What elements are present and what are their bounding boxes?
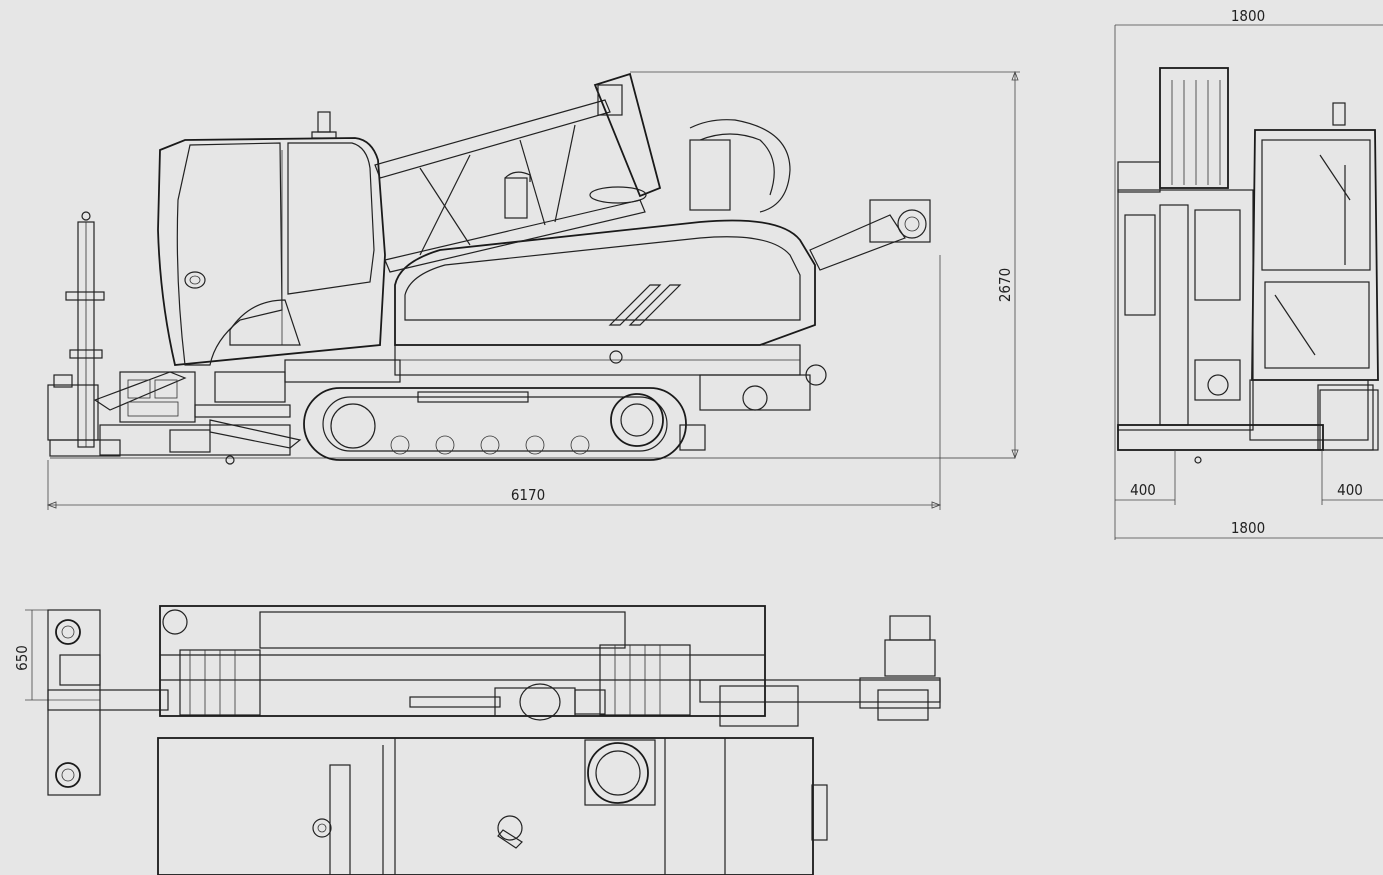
cab xyxy=(157,111,386,366)
top-view: 650 xyxy=(13,605,941,875)
engine-body xyxy=(394,171,816,346)
front-width-bottom-label: 1800 xyxy=(1231,519,1265,537)
top-track-width-label: 650 xyxy=(13,645,31,671)
drill-rack xyxy=(374,72,931,273)
side-height-label: 2670 xyxy=(996,268,1014,302)
front-track-right-label: 400 xyxy=(1337,481,1363,499)
front-view: 1800 400 400 xyxy=(1114,7,1383,540)
side-length-dimension: 6170 xyxy=(46,255,942,510)
side-length-label: 6170 xyxy=(511,486,545,504)
side-height-dimension: 2670 xyxy=(630,70,1020,460)
front-equipment xyxy=(93,371,302,465)
chassis xyxy=(214,344,827,411)
anchor-mast xyxy=(47,211,121,457)
front-width-top-label: 1800 xyxy=(1231,7,1265,25)
crawler-track xyxy=(303,387,706,461)
side-view: 6170 2670 xyxy=(46,70,1020,510)
front-track-left-label: 400 xyxy=(1130,481,1156,499)
